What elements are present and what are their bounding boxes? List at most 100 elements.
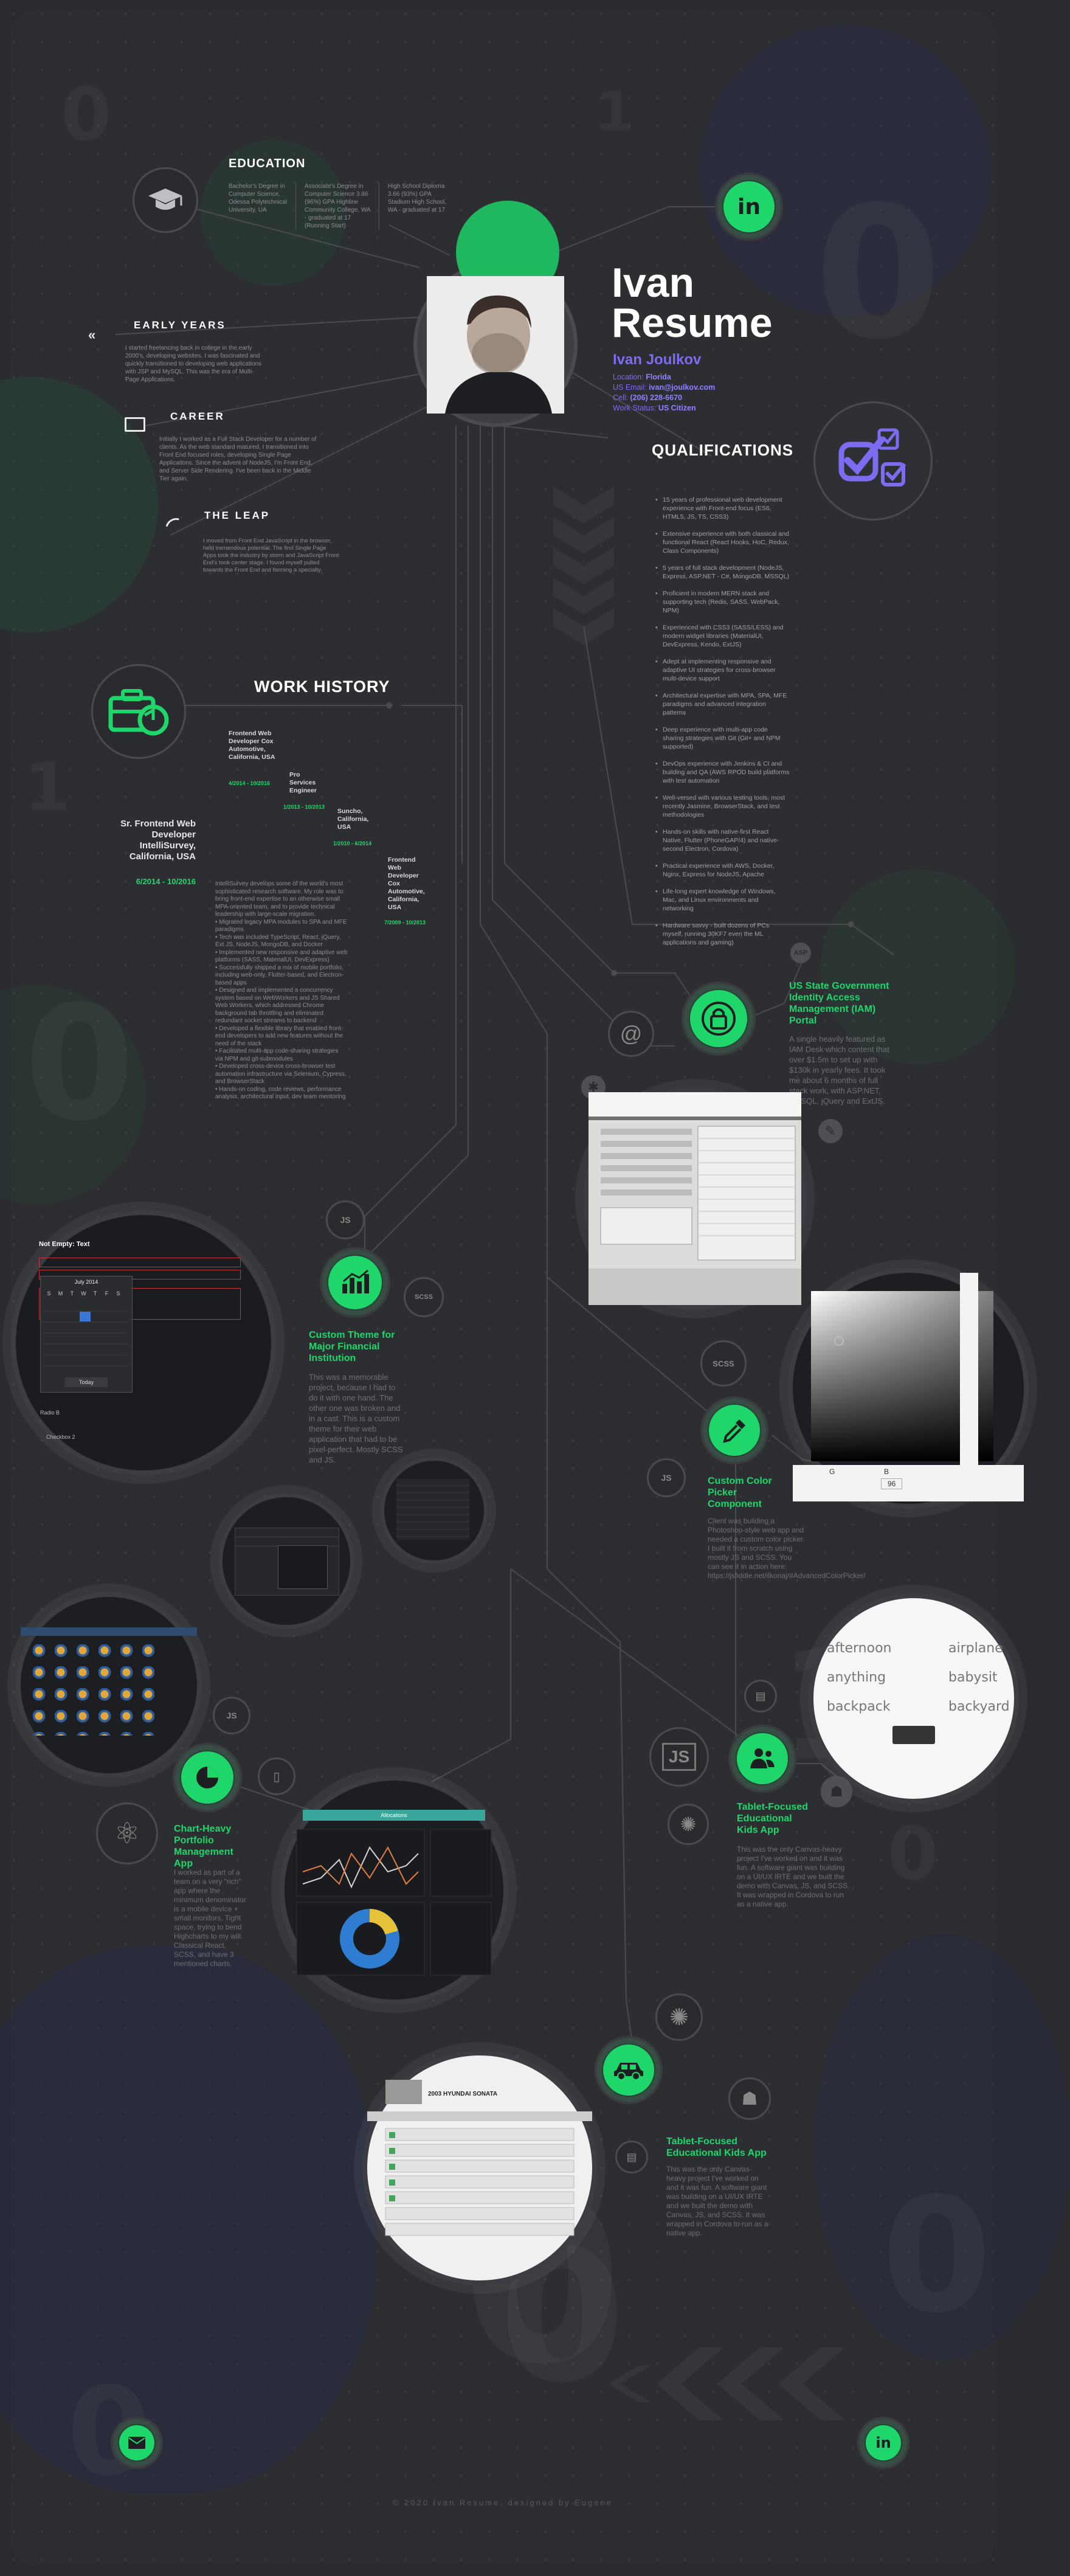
current-role-dates: 6/2014 - 10/2016	[136, 877, 196, 886]
calendar-header: Not Empty: Text	[39, 1241, 90, 1248]
iam-portal-node[interactable]	[690, 990, 747, 1047]
erase-toolbar[interactable]	[892, 1726, 935, 1744]
color-inputs: G B 96	[793, 1465, 1024, 1501]
weekday: W	[81, 1290, 86, 1297]
qualification-item: Adept at implementing responsive and ada…	[655, 657, 790, 683]
resume-page: 0 1 1 0 1 0 0 0 0 0 0	[0, 0, 1006, 2576]
word[interactable]: backyard	[948, 1699, 1010, 1714]
screenshot-graphic	[588, 1092, 801, 1305]
weekday: F	[105, 1290, 109, 1297]
linkedin-icon: in	[875, 2434, 891, 2451]
chart-portfolio-node[interactable]	[181, 1751, 233, 1804]
js-icon: JS	[340, 1215, 351, 1225]
contact-cell[interactable]: Cell: (206) 228-6670	[613, 393, 682, 402]
iam-portal-screenshot	[584, 1087, 806, 1310]
qualification-item: Practical experience with AWS, Docker, N…	[655, 862, 790, 879]
linkedin-button-top[interactable]: in	[723, 181, 775, 232]
work-history-title: WORK HISTORY	[254, 677, 390, 696]
tech-node: JS	[649, 1727, 709, 1787]
project-desc: A single heavily featured as IAM Desk wh…	[789, 1034, 889, 1106]
tech-icon: ASP	[793, 949, 808, 957]
word[interactable]: afternoon	[827, 1641, 892, 1656]
widget-screenshot	[16, 1592, 202, 1778]
widget-header	[21, 1627, 197, 1636]
current-role-company: IntelliSurvey,	[139, 840, 196, 851]
hue-slider[interactable]	[960, 1273, 978, 1467]
qualification-item: DevOps experience with Jenkins & CI and …	[655, 760, 790, 785]
tech-node: ✺	[655, 1993, 703, 2041]
education-item: Associate's Degree in Computer Science 3…	[305, 182, 379, 230]
word[interactable]: backpack	[827, 1699, 891, 1714]
project-desc: This was the only Canvas-heavy project I…	[737, 1845, 850, 1908]
datepicker-grid[interactable]	[43, 1301, 128, 1368]
star-icon: ✱	[587, 1079, 599, 1095]
dropdown-menu[interactable]	[278, 1545, 328, 1589]
datepicker-month: July 2014	[74, 1279, 98, 1285]
linkedin-button-bottom[interactable]: in	[866, 2425, 901, 2460]
bg-circle-blue-right	[815, 1934, 1070, 2360]
weekday: T	[93, 1290, 97, 1297]
tech-node: ☗	[821, 1776, 852, 1807]
bg-circle-blue-top	[699, 24, 991, 316]
today-button[interactable]: Today	[65, 1377, 108, 1387]
word[interactable]: babysit	[948, 1670, 998, 1685]
selected-day[interactable]	[80, 1312, 91, 1321]
contact-email[interactable]: US Email: ivan@joulkov.com	[613, 383, 716, 392]
color-channel-value[interactable]: 96	[881, 1478, 903, 1489]
portfolio-chart	[296, 1829, 492, 1976]
dropdown-screenshot	[219, 1494, 354, 1629]
tech-node: ▤	[615, 2141, 648, 2173]
chart-icon	[342, 1269, 369, 1293]
custom-theme-node[interactable]	[328, 1256, 382, 1309]
tech-node: ✺	[668, 1804, 709, 1845]
qualifications-node	[813, 401, 933, 521]
tech-node: JS	[326, 1200, 365, 1239]
dropdown-mock	[235, 1528, 339, 1596]
word-game-screenshot: afternoon airplane anything babysit back…	[809, 1593, 1019, 1804]
field-error	[39, 1288, 241, 1320]
project-desc: I worked as part of a team on a very "ri…	[174, 1868, 246, 1968]
dropdown-row	[235, 1528, 339, 1537]
word[interactable]: anything	[827, 1670, 886, 1685]
job-dates: 1/2010 - 6/2014	[333, 840, 372, 847]
gear-icon: ✺	[669, 2004, 689, 2031]
kids-app-node[interactable]	[737, 1733, 788, 1784]
react-icon: ⚛	[114, 1818, 140, 1850]
radio-option[interactable]: Radio B	[40, 1410, 60, 1416]
bg-circle-green-right	[821, 870, 1015, 1064]
qualifications-list: 15 years of professional web development…	[655, 496, 790, 955]
project-desc: This was the only Canvas-heavy project I…	[666, 2165, 768, 2237]
qualification-item: Deep experience with multi-app code shar…	[655, 725, 790, 751]
qualifications-title: QUALIFICATIONS	[652, 441, 794, 459]
checklist-icon	[838, 428, 906, 486]
field-error	[39, 1270, 241, 1279]
name-line-2: Resume	[612, 300, 773, 346]
job-title: Frontend Web Developer Cox Automotive, C…	[229, 730, 275, 761]
chevron-decoration	[553, 486, 845, 2420]
email-button[interactable]	[119, 2425, 154, 2460]
js-icon: JS	[661, 1743, 697, 1771]
car-app-node[interactable]	[603, 2045, 654, 2096]
color-channel-label: G	[829, 1467, 835, 1476]
education-list: Bachelor's Degree in Computer Science, O…	[229, 182, 447, 230]
robot-icon: ☗	[741, 2088, 758, 2109]
color-channel-label: B	[884, 1467, 889, 1476]
tech-node: ASP	[790, 943, 811, 963]
lock-icon	[702, 1002, 736, 1036]
color-handle[interactable]	[834, 1336, 844, 1346]
career-text: Initially I worked as a Full Stack Devel…	[159, 436, 317, 482]
education-title: EDUCATION	[229, 157, 306, 170]
current-role-title: Sr. Frontend Web Developer	[120, 819, 196, 840]
full-name: Ivan Joulkov	[613, 351, 702, 368]
project-title: Chart-Heavy Portfolio Management App	[174, 1824, 233, 1869]
grid-screenshot	[381, 1457, 488, 1564]
word[interactable]: airplane	[948, 1641, 1003, 1656]
file-icon: ▤	[755, 1689, 766, 1702]
color-picker-node[interactable]	[709, 1405, 760, 1456]
js-icon: JS	[661, 1473, 672, 1483]
tech-node: SCSS	[404, 1277, 444, 1317]
checkbox-option[interactable]: Checkbox 2	[46, 1434, 75, 1440]
rewind-icon: «	[88, 327, 96, 342]
